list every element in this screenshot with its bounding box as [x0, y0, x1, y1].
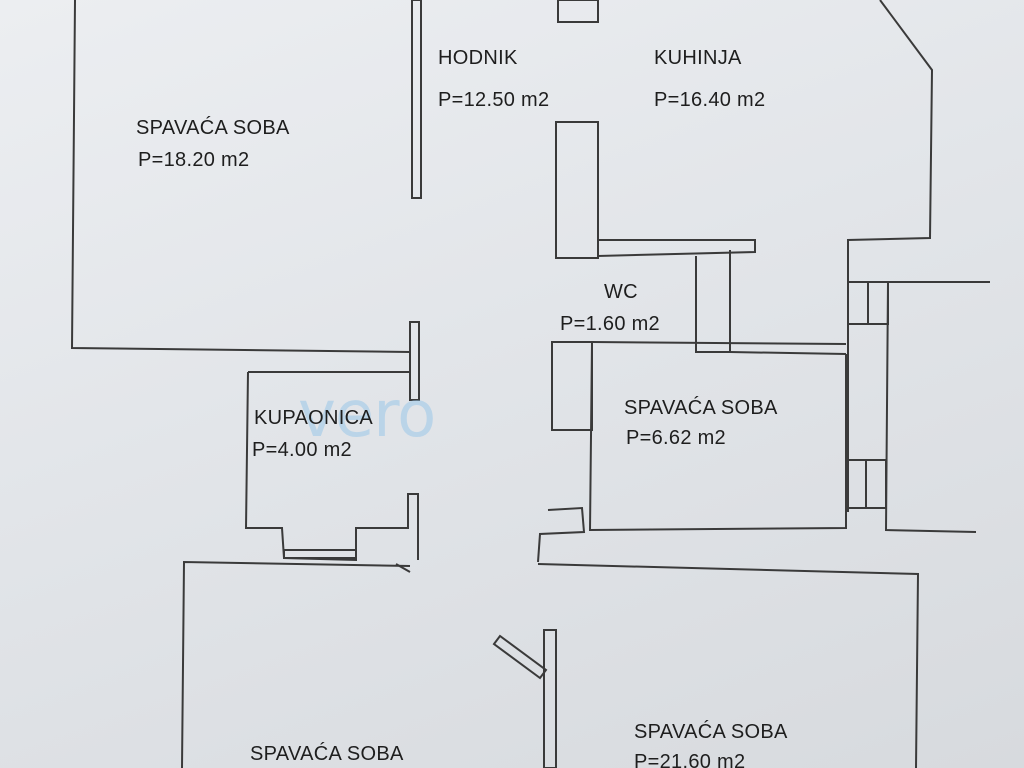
wall-wc-bottom2 [729, 351, 847, 355]
wall-bedroom-left [70, 0, 411, 353]
wall-bottom-right [537, 563, 920, 768]
room-area-wc: P=1.60 m2 [560, 313, 660, 335]
wall-bedroom-mid [588, 341, 847, 532]
door-swing [492, 634, 548, 680]
room-name-kuhinja: KUHINJA [654, 47, 742, 69]
wall-wc [597, 239, 756, 258]
wall-top-niche [557, 0, 599, 23]
room-area-kupaonica: P=4.00 m2 [252, 439, 352, 461]
wall-bottom-partition [543, 629, 557, 768]
wall-bathroom [244, 371, 419, 562]
room-area-hodnik: P=12.50 m2 [438, 89, 550, 111]
room-area-kuhinja: P=16.40 m2 [654, 89, 766, 111]
wall-bedroom-mid-door [551, 341, 593, 431]
wall-bottom-left [181, 560, 411, 768]
wall-wc-bottom [591, 341, 847, 345]
wall-kitchen-outer [847, 0, 934, 512]
room-name-spavaca-soba-3: SPAVAĆA SOBA [634, 721, 788, 743]
wall-hallway-partition [411, 0, 422, 199]
wall-column [555, 121, 599, 259]
room-area-spavaca-soba-3: P=21.60 m2 [634, 751, 746, 768]
room-name-wc: WC [604, 281, 638, 303]
room-area-spavaca-soba-2: P=6.62 m2 [626, 427, 726, 449]
wall-bathroom-partition [409, 321, 420, 401]
room-area-spavaca-soba-1: P=18.20 m2 [138, 149, 250, 171]
wall-step [537, 506, 586, 563]
room-name-hodnik: HODNIK [438, 47, 518, 69]
wall-exterior-right-2 [884, 281, 977, 533]
watermark-logo: vero [298, 378, 436, 452]
room-name-kupaonica: KUPAONICA [254, 407, 374, 429]
wall-bathroom-sill [283, 549, 357, 559]
wall-wc-right [695, 250, 731, 353]
room-name-spavaca-soba-1: SPAVAĆA SOBA [136, 117, 290, 139]
room-name-spavaca-soba-2: SPAVAĆA SOBA [624, 397, 778, 419]
room-name-spavaca-soba-4: SPAVAĆA SOBA [250, 743, 404, 765]
